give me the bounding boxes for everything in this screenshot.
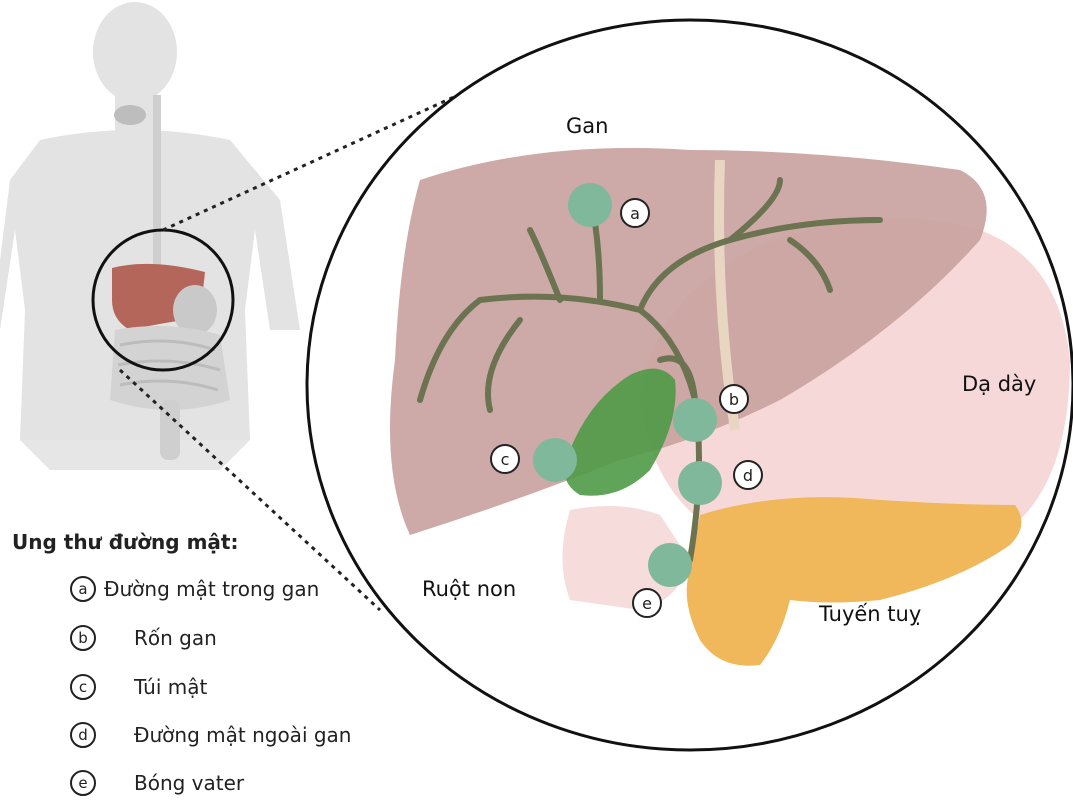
tumor-a bbox=[568, 183, 612, 227]
marker-a: a bbox=[620, 198, 650, 228]
marker-d: d bbox=[733, 460, 763, 490]
legend-item-c: c Túi mật bbox=[70, 674, 207, 700]
legend-text-d: Đường mật ngoài gan bbox=[134, 723, 351, 747]
legend-letter-b: b bbox=[70, 625, 96, 651]
legend-letter-d: d bbox=[70, 722, 96, 748]
legend-text-c: Túi mật bbox=[134, 675, 207, 699]
small-intestine-label: Ruột non bbox=[422, 577, 516, 601]
legend-letter-e: e bbox=[70, 770, 96, 796]
legend-letter-a: a bbox=[70, 576, 96, 602]
legend-text-a: Đường mật trong gan bbox=[104, 577, 319, 601]
legend-item-d: d Đường mật ngoài gan bbox=[70, 722, 351, 748]
tumor-d bbox=[678, 461, 722, 505]
stomach-label: Dạ dày bbox=[962, 372, 1036, 396]
legend-title: Ung thư đường mật: bbox=[12, 530, 238, 554]
tumor-e bbox=[648, 543, 692, 587]
legend-letter-c: c bbox=[70, 674, 96, 700]
marker-c: c bbox=[490, 444, 520, 474]
pancreas-label: Tuyến tuỵ bbox=[819, 602, 921, 626]
tumor-c bbox=[533, 438, 577, 482]
tumor-b bbox=[673, 398, 717, 442]
legend-item-a: a Đường mật trong gan bbox=[70, 576, 319, 602]
liver-label: Gan bbox=[566, 114, 608, 138]
legend-item-e: e Bóng vater bbox=[70, 770, 244, 796]
legend-text-e: Bóng vater bbox=[134, 771, 244, 795]
marker-e: e bbox=[632, 588, 662, 618]
legend-text-b: Rốn gan bbox=[134, 626, 217, 650]
legend-item-b: b Rốn gan bbox=[70, 625, 217, 651]
marker-b: b bbox=[719, 384, 749, 414]
